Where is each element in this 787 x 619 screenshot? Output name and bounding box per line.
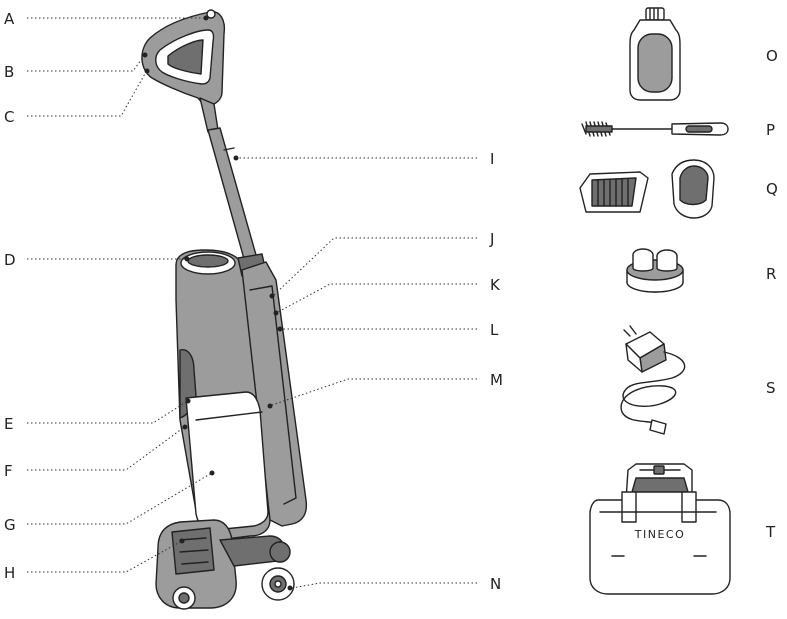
- label-a: A: [4, 10, 15, 28]
- label-g: G: [4, 516, 16, 534]
- label-j: J: [489, 230, 494, 248]
- label-r: R: [766, 265, 776, 283]
- label-e: E: [4, 415, 13, 433]
- label-d: D: [4, 251, 16, 269]
- label-b: B: [4, 63, 14, 81]
- label-f: F: [4, 462, 13, 480]
- vacuum-illustration: [142, 10, 306, 609]
- label-p: P: [766, 121, 775, 139]
- label-t: T: [765, 523, 776, 541]
- label-o: O: [766, 47, 778, 65]
- label-l: L: [490, 321, 499, 339]
- label-h: H: [4, 564, 15, 582]
- accessory-charging-base: TINECO: [590, 464, 730, 594]
- label-q: Q: [766, 180, 778, 198]
- accessory-solution-bottle: [630, 8, 680, 100]
- base-brand-logo: TINECO: [634, 528, 685, 541]
- label-c: C: [4, 108, 14, 126]
- accessory-cleaning-brush: [582, 122, 728, 136]
- accessory-filter: [580, 160, 714, 218]
- accessory-brush-holder: [627, 249, 683, 292]
- label-k: K: [490, 276, 501, 294]
- label-m: M: [490, 371, 503, 389]
- label-i: I: [490, 150, 494, 168]
- mid-wheel: [270, 542, 290, 562]
- label-s: S: [766, 379, 776, 397]
- handle-top-button: [207, 10, 215, 18]
- accessory-charger: [621, 326, 685, 434]
- label-n: N: [490, 575, 501, 593]
